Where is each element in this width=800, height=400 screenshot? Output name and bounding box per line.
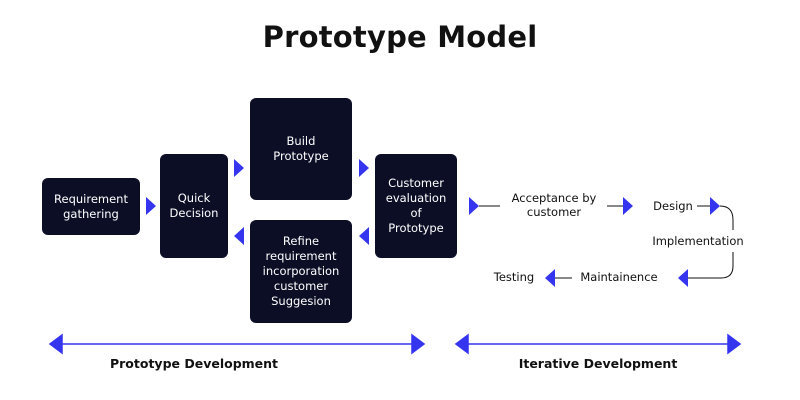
arrow-left-icon	[48, 333, 63, 355]
arrow-left-icon	[545, 269, 555, 287]
connector-curve	[688, 252, 734, 279]
acceptance-label: Acceptance by customer	[511, 191, 597, 219]
arrow-left-icon	[359, 227, 369, 245]
iterative-development-label: Iterative Development	[518, 356, 678, 371]
customer-evaluation-box: Customer evaluation of Prototype	[375, 154, 457, 258]
arrow-right-icon	[234, 159, 244, 177]
diagram-title: Prototype Model	[262, 20, 538, 54]
arrow-left-icon	[234, 227, 244, 245]
testing-label: Testing	[493, 270, 535, 284]
quick-decision-label: Quick Decision	[169, 191, 219, 220]
arrow-right-icon	[727, 333, 742, 355]
arrow-right-icon	[411, 333, 426, 355]
implementation-label: Implementation	[652, 234, 744, 248]
requirement-gathering-label: Requirement gathering	[54, 191, 128, 221]
requirement-gathering-box: Requirement gathering	[42, 178, 140, 235]
design-label: Design	[653, 199, 693, 213]
arrow-right-icon	[146, 197, 156, 215]
prototype-development-label: Prototype Development	[109, 356, 279, 371]
build-prototype-box: Build Prototype	[250, 98, 352, 200]
arrow-right-icon	[359, 159, 369, 177]
arrow-right-icon	[469, 197, 479, 215]
arrow-right-icon	[623, 197, 633, 215]
quick-decision-box: Quick Decision	[160, 154, 228, 258]
maintainence-label: Maintainence	[580, 270, 658, 284]
refine-requirement-box: Refine requirement incorporation custome…	[250, 220, 352, 323]
refine-requirement-label: Refine requirement incorporation custome…	[262, 234, 340, 308]
arrow-left-icon	[678, 269, 688, 287]
customer-evaluation-label: Customer evaluation of Prototype	[385, 176, 447, 235]
build-prototype-label: Build Prototype	[273, 134, 329, 163]
arrow-right-icon	[710, 197, 720, 215]
connector-curve	[719, 205, 734, 230]
arrow-left-icon	[454, 333, 469, 355]
